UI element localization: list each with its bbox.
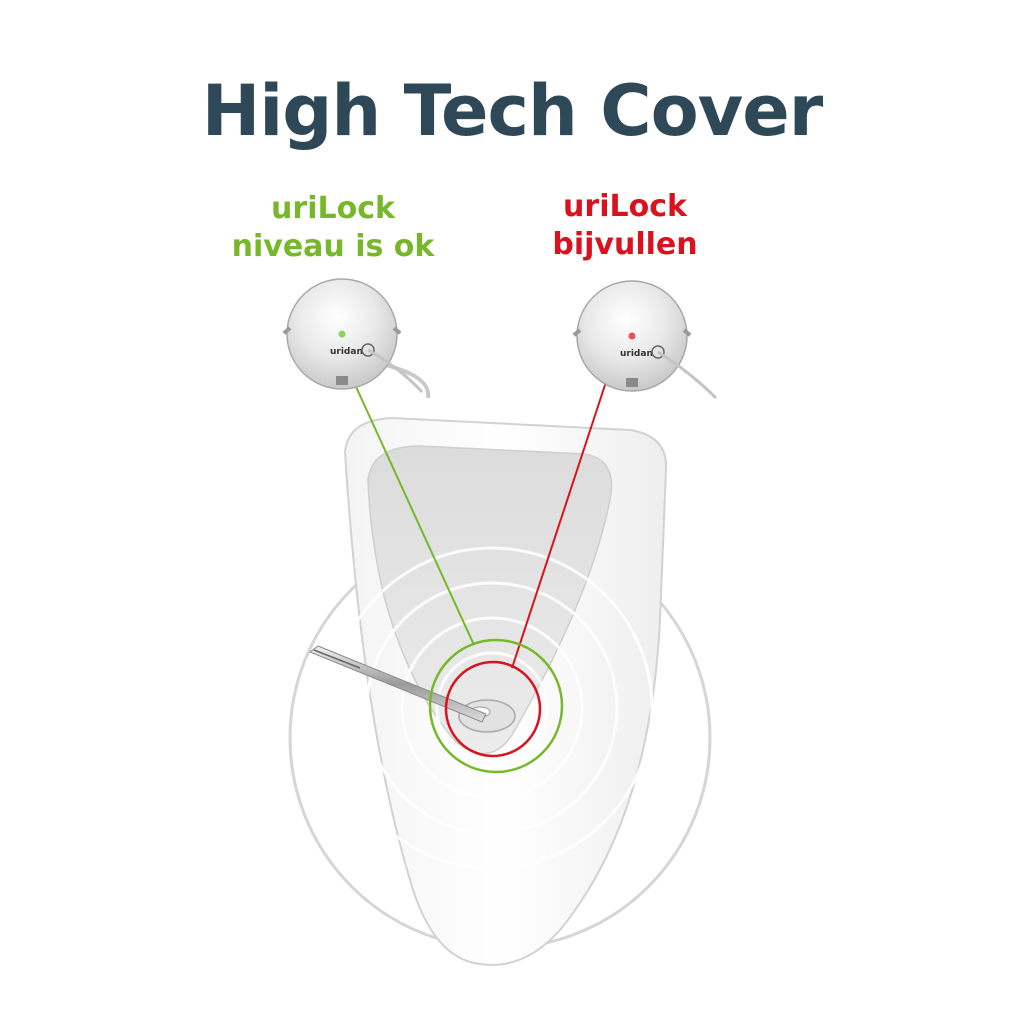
refill-indicator-ring: [444, 660, 542, 758]
cover-brand: uridan: [620, 349, 653, 359]
refill-led-icon: [628, 332, 636, 340]
cover-device-icon: uridan: [572, 280, 692, 392]
status-ok-line1: uriLock: [271, 191, 395, 226]
status-ok-label: uriLock niveau is ok: [188, 190, 478, 266]
status-refill-label: uriLock bijvullen: [480, 188, 770, 264]
cover-brand: uridan: [330, 347, 363, 357]
page-title: High Tech Cover: [201, 70, 824, 152]
status-refill-line2: bijvullen: [552, 227, 698, 262]
urinal-bowl: [367, 445, 613, 755]
refill-indicator-line: [511, 381, 607, 669]
sensor-probe-icon: [308, 645, 487, 723]
cover-device-icon: uridan: [282, 278, 431, 399]
status-ok-line2: niveau is ok: [231, 229, 435, 264]
status-refill-line1: uriLock: [563, 189, 687, 224]
ok-indicator-ring: [428, 638, 564, 774]
ok-led-icon: [338, 330, 346, 338]
ok-indicator-line: [351, 377, 475, 646]
